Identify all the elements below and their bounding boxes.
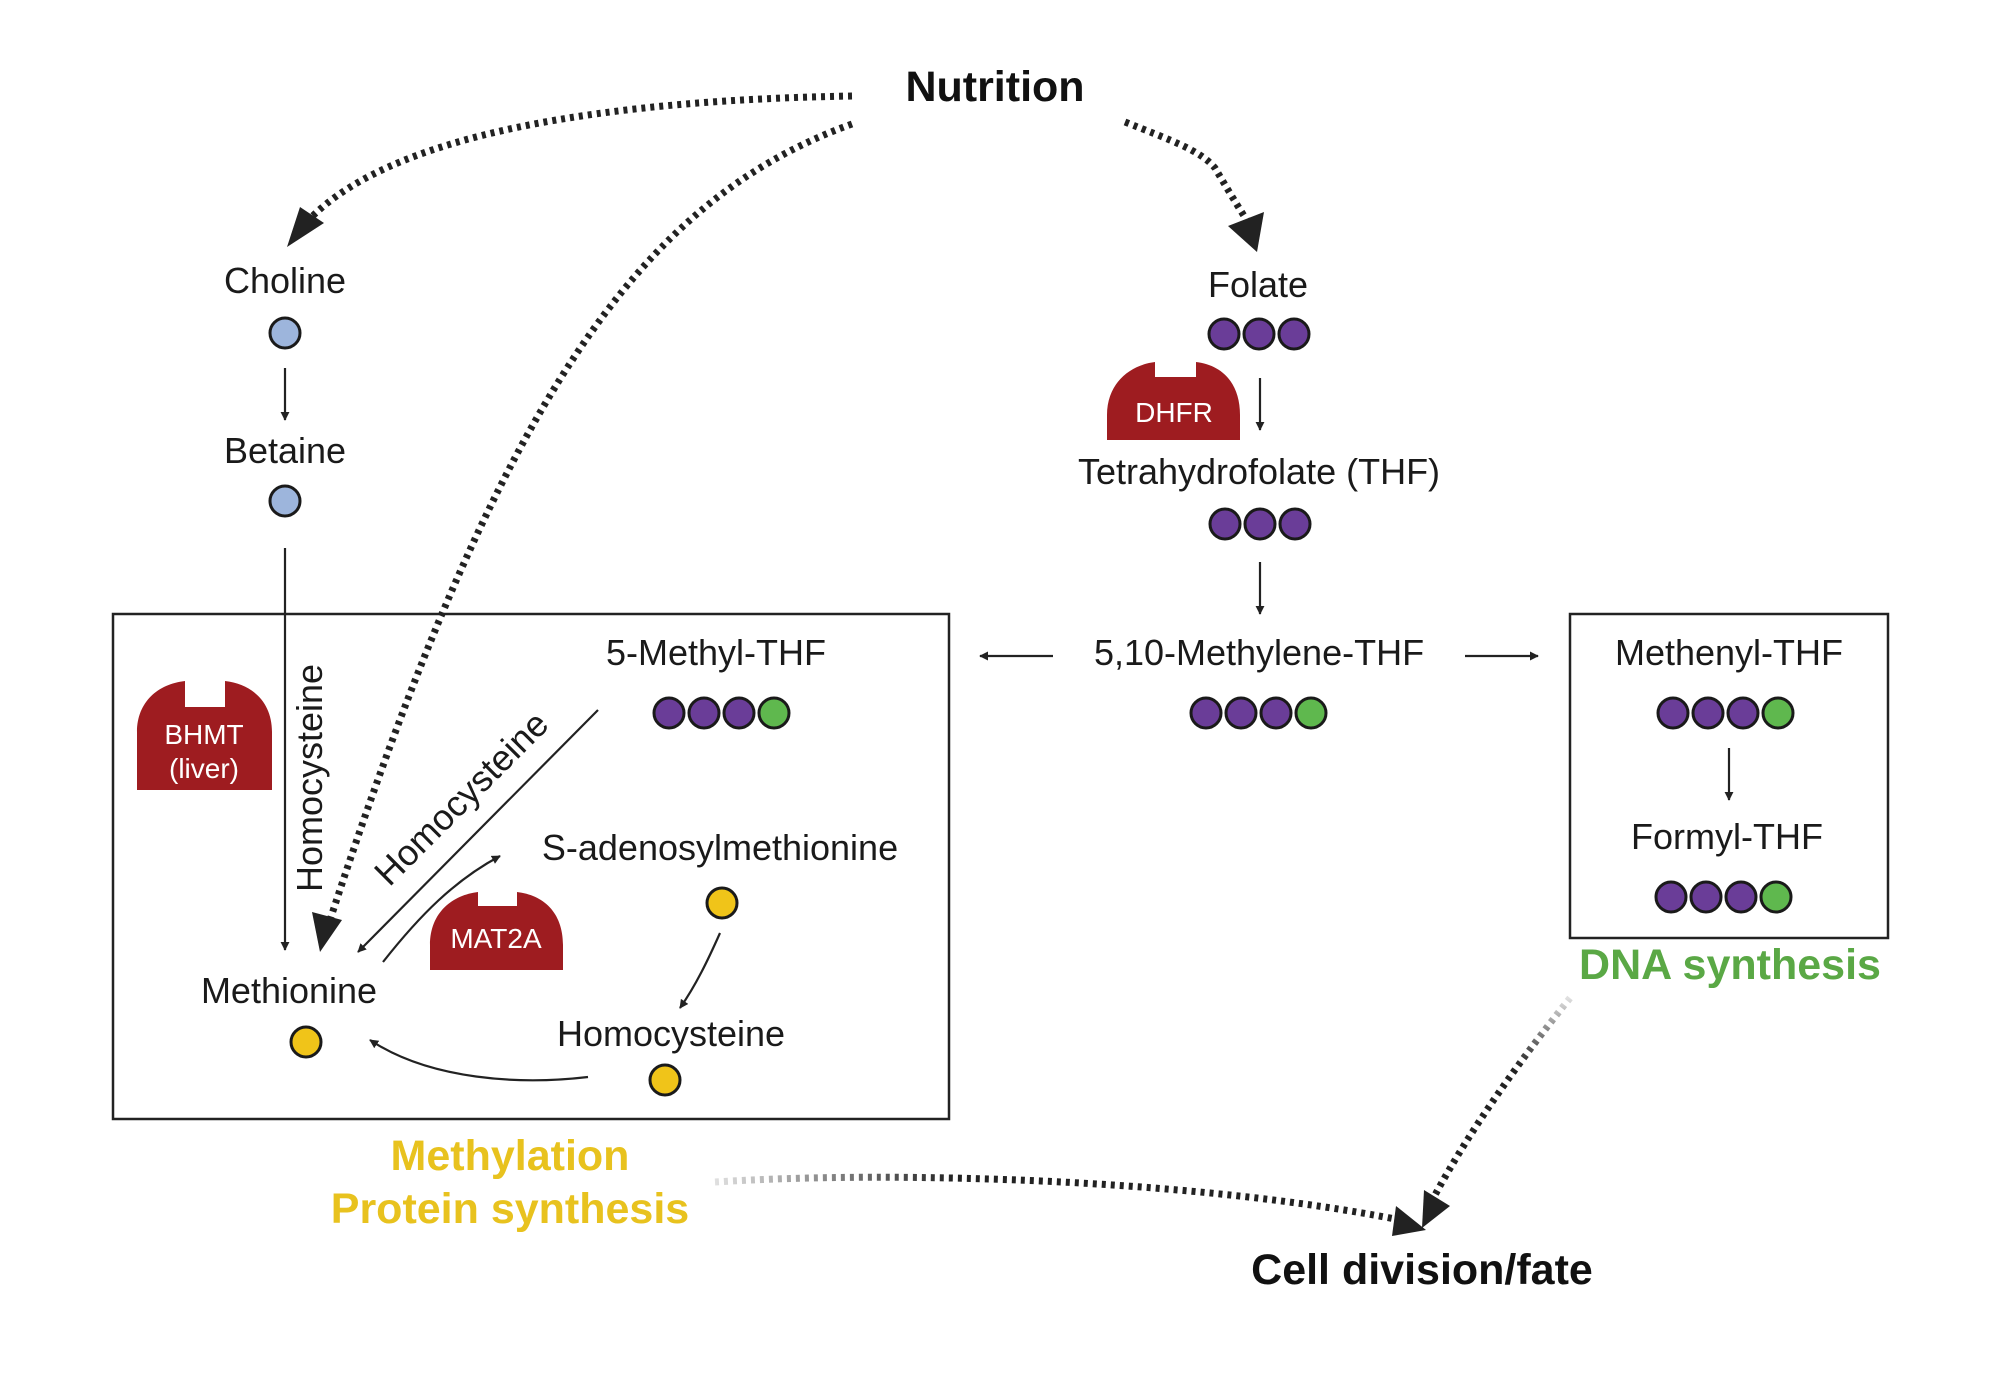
protein-synthesis-label: Protein synthesis: [331, 1185, 689, 1233]
methionine-label: Methionine: [201, 970, 377, 1011]
molecule-dot-icon: [1208, 507, 1242, 541]
molecule-dot-icon: [1243, 507, 1277, 541]
thf-label: Tetrahydrofolate (THF): [1078, 451, 1440, 492]
molecule-dot-icon: [1724, 880, 1758, 914]
molecule-dot-icon: [268, 316, 302, 350]
bhmt-label-line1: BHMT: [164, 719, 243, 750]
molecule-dot-icon: [268, 484, 302, 518]
molecule-dot-icon: [1759, 880, 1793, 914]
betaine-label: Betaine: [224, 430, 346, 471]
enzyme-receptor-icon: [137, 681, 272, 790]
molecule-dot-icon: [1726, 696, 1760, 730]
methyl-thf-label: 5-Methyl-THF: [606, 632, 826, 673]
methenyl-thf-label: Methenyl-THF: [1615, 632, 1843, 673]
formyl-thf-label: Formyl-THF: [1631, 816, 1823, 857]
cell-division-label: Cell division/fate: [1251, 1246, 1593, 1294]
arrowhead-icon: [1392, 1206, 1426, 1236]
methylation-box: [111, 612, 951, 1121]
molecule-dot-icon: [1294, 696, 1328, 730]
molecule-dot-icon: [1656, 696, 1690, 730]
methenyl-thf-dots: [1656, 696, 1795, 730]
methylation-label: Methylation: [391, 1132, 630, 1180]
arrowhead-icon: [287, 207, 324, 247]
molecule-dot-icon: [1189, 696, 1223, 730]
arrowhead-icon: [1228, 212, 1264, 252]
enzyme-receptor-icon: [1107, 362, 1240, 440]
bhmt-label-line2: (liver): [169, 753, 239, 784]
molecule-dot-icon: [1277, 317, 1311, 351]
methylene-thf-dots: [1189, 696, 1328, 730]
homocysteine-dot: [648, 1063, 682, 1097]
methyl-thf-dots: [652, 696, 791, 730]
nutrition-label: Nutrition: [905, 63, 1084, 111]
betaine-dot-group: [268, 484, 302, 518]
nutrition-to-folate-arrow: [1123, 118, 1251, 224]
molecule-dot-icon: [1278, 507, 1312, 541]
dna-synthesis-box: [1568, 612, 1890, 940]
methionine-dot: [289, 1025, 323, 1059]
molecule-dot-icon: [1242, 317, 1276, 351]
homocysteine-vertical-label: Homocysteine: [289, 664, 330, 892]
enzyme-receptor-icon: [430, 892, 563, 970]
molecule-dot-icon: [1689, 880, 1723, 914]
molecule-dot-icon: [757, 696, 791, 730]
dna-synthesis-label: DNA synthesis: [1579, 941, 1881, 989]
methyl-thf-to-methionine-arrow: [357, 709, 599, 953]
molecule-dot-icon: [1224, 696, 1258, 730]
homocysteine-to-methionine-arrow: [369, 1039, 589, 1082]
sam-to-homocysteine-arrow: [679, 932, 722, 1009]
molecule-dot-icon: [1259, 696, 1293, 730]
sam-dot: [705, 886, 739, 920]
nutrition-to-methionine-arrow: [326, 120, 854, 922]
sam-label: S-adenosylmethionine: [542, 827, 898, 868]
dhfr-label: DHFR: [1135, 397, 1213, 428]
molecule-dot-icon: [1207, 317, 1241, 351]
molecule-dot-icon: [1654, 880, 1688, 914]
molecule-dot-icon: [1691, 696, 1725, 730]
methionine-to-sam-arrow: [382, 855, 501, 963]
choline-dot-group: [268, 316, 302, 350]
molecule-dot-icon: [1761, 696, 1795, 730]
bhmt-enzyme: BHMT (liver): [137, 681, 272, 790]
methylene-thf-label: 5,10-Methylene-THF: [1094, 632, 1424, 673]
arrowhead-icon: [312, 912, 342, 952]
dna-to-cell-arrow: [1431, 995, 1573, 1197]
thf-dots: [1208, 507, 1312, 541]
molecule-dot-icon: [722, 696, 756, 730]
methylation-to-cell-arrow: [714, 1173, 1401, 1224]
folate-dots: [1207, 317, 1311, 351]
mat2a-enzyme: MAT2A: [430, 892, 563, 970]
molecule-dot-icon: [652, 696, 686, 730]
choline-label: Choline: [224, 260, 346, 301]
homocysteine-label: Homocysteine: [557, 1013, 785, 1054]
molecule-dot-icon: [687, 696, 721, 730]
dhfr-enzyme: DHFR: [1107, 362, 1240, 440]
nutrition-to-choline-arrow: [297, 92, 853, 233]
mat2a-label: MAT2A: [450, 923, 542, 954]
arrowhead-icon: [1422, 1190, 1450, 1228]
formyl-thf-dots: [1654, 880, 1793, 914]
folate-label: Folate: [1208, 264, 1308, 305]
